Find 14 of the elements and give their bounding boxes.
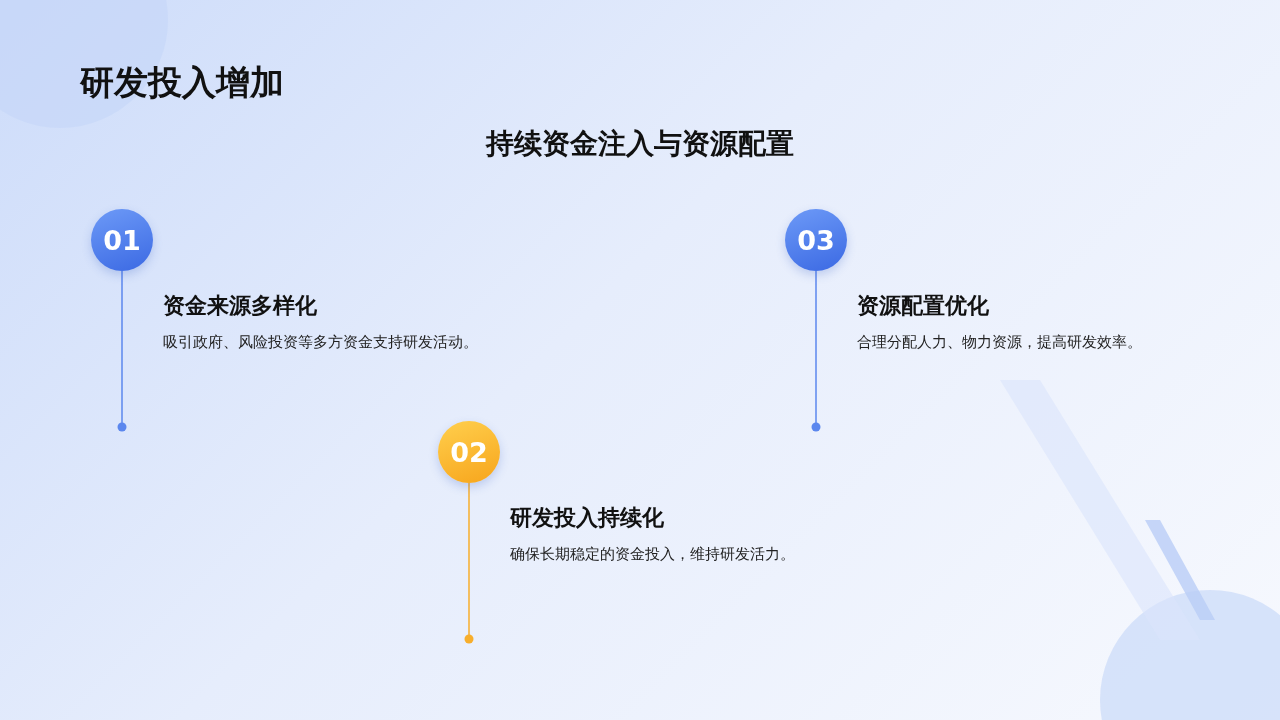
slide-title: 研发投入增加 — [80, 61, 284, 104]
step-circle — [438, 421, 500, 483]
step-heading: 资源配置优化 — [857, 292, 989, 320]
step-description: 确保长期稳定的资金投入，维持研发活力。 — [510, 545, 795, 564]
step-number: 01 — [103, 224, 141, 256]
step-circle — [785, 209, 847, 271]
step-description: 吸引政府、风险投资等多方资金支持研发活动。 — [163, 333, 478, 352]
slide-subtitle: 持续资金注入与资源配置 — [484, 126, 795, 162]
step-number: 02 — [450, 436, 488, 468]
step-number: 03 — [797, 224, 835, 256]
step-heading: 资金来源多样化 — [163, 292, 317, 320]
step-heading: 研发投入持续化 — [510, 504, 664, 532]
step-description: 合理分配人力、物力资源，提高研发效率。 — [857, 333, 1142, 352]
step-circle — [91, 209, 153, 271]
